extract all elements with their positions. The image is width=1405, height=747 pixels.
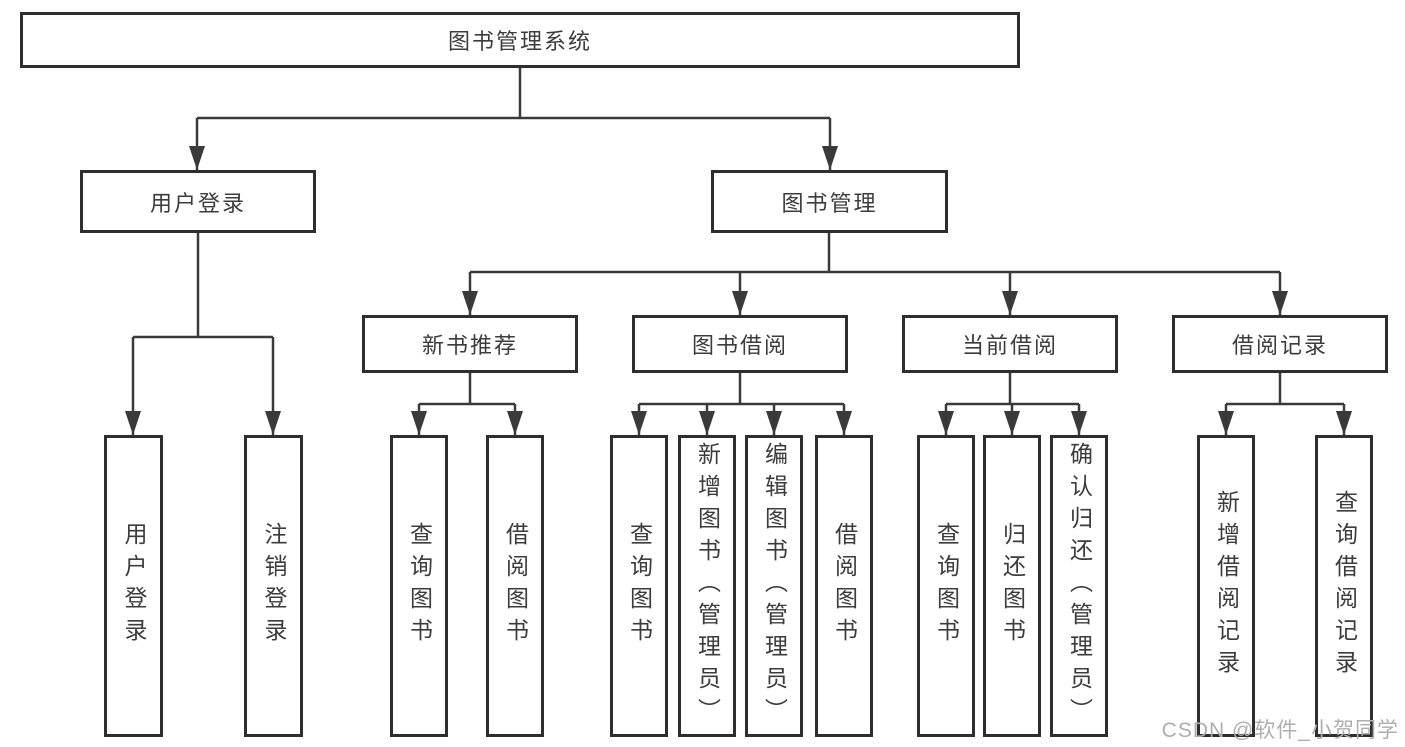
node-book-management: 图书管理 xyxy=(711,170,948,233)
node-book-borrow-label: 图书借阅 xyxy=(691,333,788,358)
watermark: CSDN @软件_小贺同学 xyxy=(1161,719,1399,742)
node-leaf-borrow-books-2-label: 借阅图书 xyxy=(831,522,858,650)
node-user-login-label: 用户登录 xyxy=(149,190,246,216)
node-leaf-add-book-admin: 新增图书（管理员） xyxy=(678,435,736,737)
node-leaf-add-borrow-record: 新增借阅记录 xyxy=(1197,435,1255,737)
node-leaf-return-book: 归还图书 xyxy=(983,435,1041,737)
node-root: 图书管理系统 xyxy=(20,12,1020,68)
node-book-management-label: 图书管理 xyxy=(781,190,878,216)
node-new-book-recommend-label: 新书推荐 xyxy=(421,333,518,358)
node-leaf-user-login: 用户登录 xyxy=(104,435,163,737)
node-leaf-confirm-return-admin: 确认归还（管理员） xyxy=(1050,435,1108,737)
node-leaf-query-books-3-label: 查询图书 xyxy=(933,522,960,650)
node-user-login: 用户登录 xyxy=(80,170,316,233)
node-current-borrow: 当前借阅 xyxy=(902,315,1118,373)
node-leaf-user-login-label: 用户登录 xyxy=(121,522,147,650)
node-leaf-logout-label: 注销登录 xyxy=(261,522,287,650)
node-leaf-return-book-label: 归还图书 xyxy=(999,522,1026,650)
node-leaf-query-books-2-label: 查询图书 xyxy=(626,522,653,650)
node-leaf-confirm-return-admin-label: 确认归还（管理员） xyxy=(1066,442,1093,730)
node-leaf-query-borrow-record: 查询借阅记录 xyxy=(1315,435,1373,737)
node-leaf-query-books-3: 查询图书 xyxy=(917,435,975,737)
node-leaf-logout: 注销登录 xyxy=(244,435,303,737)
node-leaf-query-borrow-record-label: 查询借阅记录 xyxy=(1331,490,1358,682)
node-borrow-records: 借阅记录 xyxy=(1172,315,1388,373)
node-leaf-borrow-books-1: 借阅图书 xyxy=(486,435,544,737)
node-leaf-query-books-2: 查询图书 xyxy=(610,435,668,737)
node-new-book-recommend: 新书推荐 xyxy=(362,315,578,373)
connector-lines xyxy=(125,68,1352,435)
node-borrow-records-label: 借阅记录 xyxy=(1231,333,1328,358)
node-leaf-borrow-books-2: 借阅图书 xyxy=(815,435,873,737)
node-leaf-query-books-1-label: 查询图书 xyxy=(406,522,433,650)
node-leaf-borrow-books-1-label: 借阅图书 xyxy=(502,522,529,650)
node-root-label: 图书管理系统 xyxy=(447,29,592,54)
node-current-borrow-label: 当前借阅 xyxy=(961,333,1058,358)
node-leaf-add-borrow-record-label: 新增借阅记录 xyxy=(1213,490,1240,682)
node-leaf-query-books-1: 查询图书 xyxy=(390,435,448,737)
node-leaf-edit-book-admin-label: 编辑图书（管理员） xyxy=(761,442,788,730)
node-leaf-edit-book-admin: 编辑图书（管理员） xyxy=(745,435,803,737)
node-leaf-add-book-admin-label: 新增图书（管理员） xyxy=(694,442,721,730)
node-book-borrow: 图书借阅 xyxy=(632,315,848,373)
